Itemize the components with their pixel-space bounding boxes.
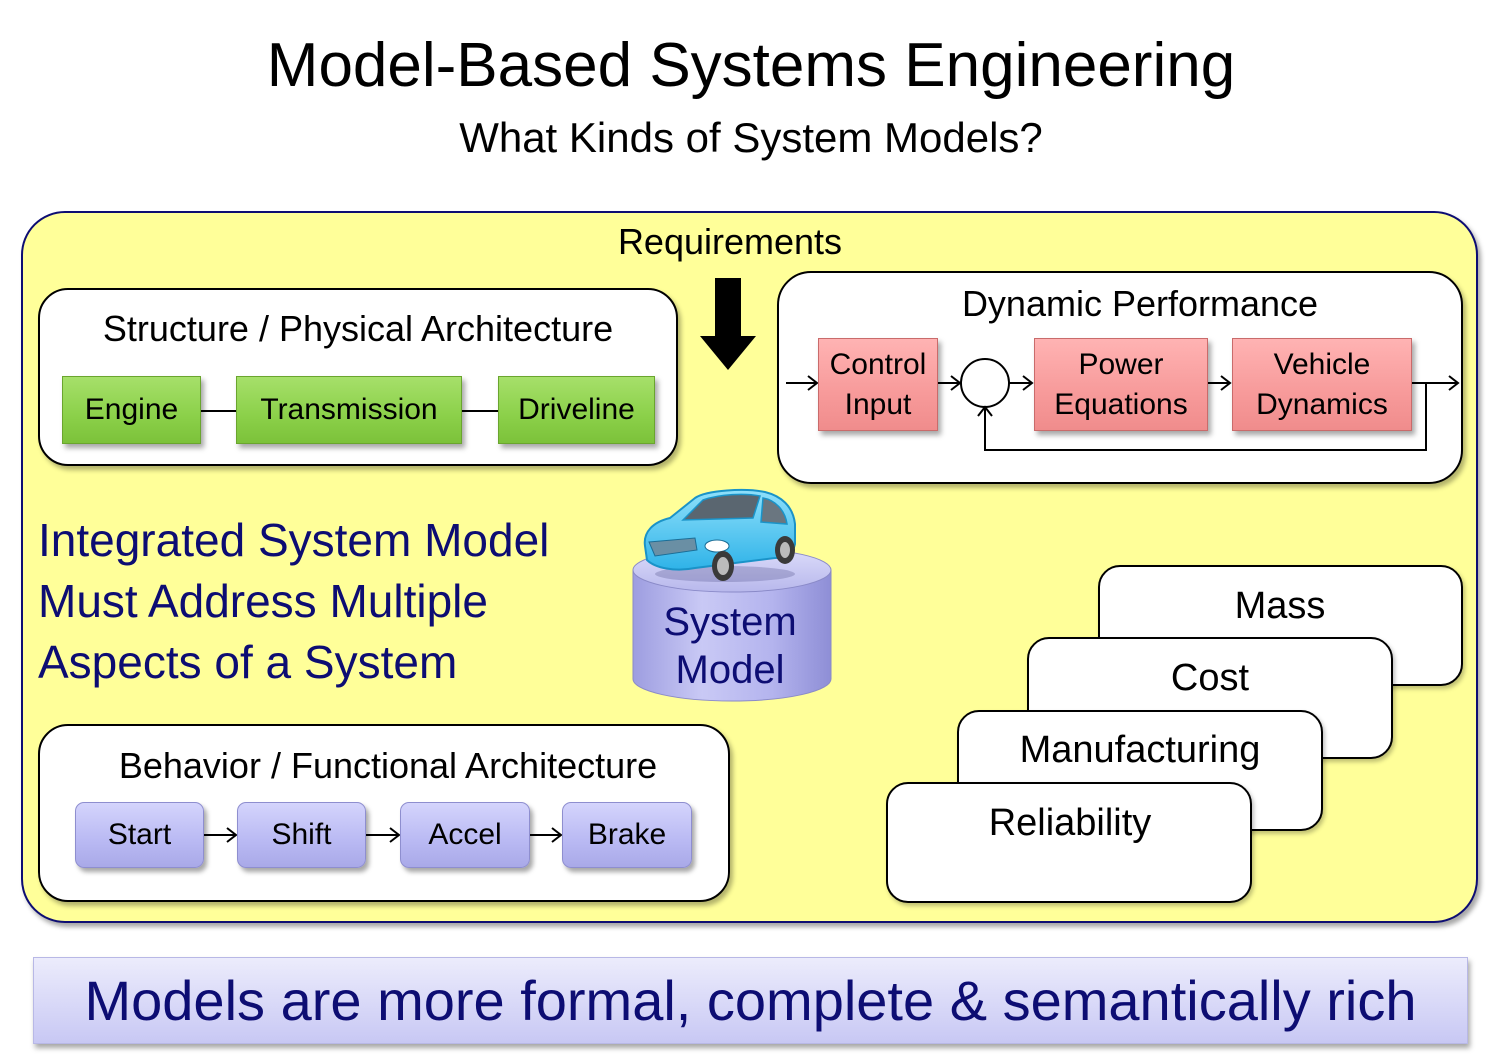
block-label: Accel [428,818,502,851]
slide-subtitle: What Kinds of System Models? [459,114,1043,161]
car-icon [643,489,796,582]
block-label-line1: Power [1078,347,1164,381]
statement-line: Aspects of a System [38,636,458,688]
summing-junction-icon [960,358,1010,408]
block-driveline[interactable]: Driveline [498,376,655,444]
footer-banner [33,957,1468,1044]
card-label: Cost [1170,657,1250,699]
block-label-line1: Control [829,347,927,381]
arrowhead [807,375,819,391]
block-accel[interactable]: Accel [400,802,530,868]
integrated-statement: Integrated System Model Must Address Mul… [38,510,549,693]
label-line2: Model [675,648,785,692]
control-loop-diagram [786,358,1460,451]
statement-line: Must Address Multiple [38,575,488,627]
feedback-loop [984,383,1427,451]
slide-title: Model-Based Systems Engineering [266,31,1236,100]
system-model-label: System Model [630,598,830,694]
block-label-line1: Vehicle [1273,347,1371,381]
dynamic-title: Dynamic Performance [961,283,1319,324]
block-label: Driveline [518,393,635,426]
card-label: Manufacturing [1019,729,1261,771]
block-transmission[interactable]: Transmission [236,376,462,444]
label-line1: System [663,600,797,644]
block-label-line2: Dynamics [1256,387,1388,421]
block-label-line2: Input [844,387,912,421]
block-label: Start [107,818,172,851]
block-label: Brake [587,818,667,851]
requirements-label: Requirements [617,221,843,262]
behavior-flow-arrows [204,827,563,843]
block-power-equations[interactable]: Power Equations [1034,338,1208,431]
block-engine[interactable]: Engine [62,376,201,444]
block-label: Engine [84,393,179,426]
card-label: Mass [1234,585,1326,627]
block-control-input[interactable]: Control Input [818,338,938,431]
block-label-line2: Equations [1054,387,1188,421]
car-on-database-icon [632,489,832,702]
connector-line [462,410,499,412]
footer-text: Models are more formal, complete & seman… [84,969,1417,1032]
behavior-title: Behavior / Functional Architecture [118,745,658,786]
block-brake[interactable]: Brake [562,802,692,868]
statement-line: Integrated System Model [38,514,550,566]
block-start[interactable]: Start [75,802,204,868]
block-shift[interactable]: Shift [237,802,366,868]
card-reliability[interactable] [886,782,1252,903]
card-label: Reliability [988,802,1152,844]
block-vehicle-dynamics[interactable]: Vehicle Dynamics [1232,338,1412,431]
block-label: Transmission [260,393,438,426]
structure-title: Structure / Physical Architecture [102,308,614,349]
down-arrow-icon [700,278,756,370]
connector-line [200,410,237,412]
block-label: Shift [271,818,332,851]
